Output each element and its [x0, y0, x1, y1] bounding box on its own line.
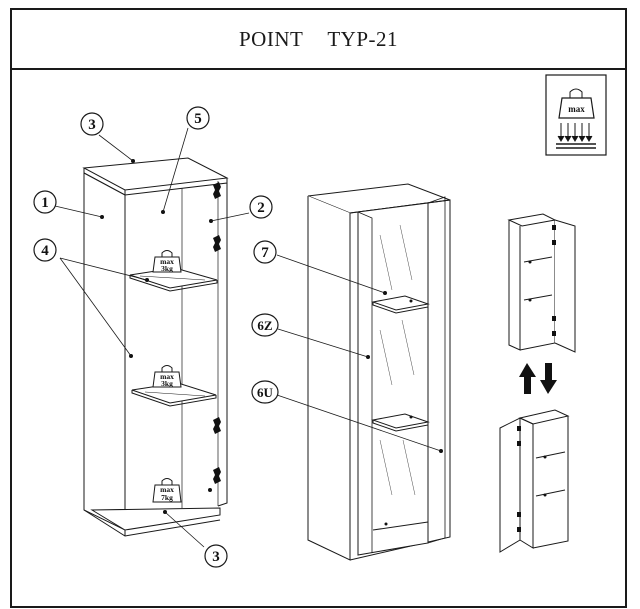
callout-circle-5 [186, 106, 210, 130]
weight-icon-bottom [152, 478, 182, 503]
callout-back-panel: 5 [194, 111, 202, 127]
callout-top-panel: 3 [88, 117, 96, 133]
weight-icon-upper-shelf [152, 250, 182, 273]
lower-shelf-max-text: max [160, 372, 174, 381]
model-number: TYP-21 [327, 26, 398, 51]
callout-circle-3-bottom [204, 544, 228, 568]
callout-door-lower: 6U [257, 385, 274, 400]
page-title: POINT TYP-21 [239, 27, 398, 52]
exploded-cabinet: max 3kg max 3kg max 7kg [82, 157, 229, 537]
callout-circle-3-top [80, 112, 104, 136]
title-bar: POINT TYP-21 [12, 10, 625, 70]
legend-max-text: max [568, 104, 585, 114]
instruction-sheet: POINT TYP-21 [10, 8, 627, 608]
hinge-plates [213, 182, 221, 484]
flip-arrows [519, 363, 557, 394]
upper-shelf-load-text: 3kg [161, 264, 173, 273]
left-side-panel [83, 172, 126, 531]
callout-circle-2 [249, 195, 273, 219]
lower-shelf-load-text: 3kg [161, 379, 173, 388]
callout-circle-4 [33, 238, 57, 262]
callout-assembled-shelf: 7 [261, 245, 269, 261]
right-side-panel [217, 178, 228, 507]
door-orientation-upper [507, 213, 576, 353]
max-load-legend-icon: max [545, 74, 607, 156]
bottom-panel [90, 507, 221, 531]
callout-hinge-side: 2 [257, 200, 265, 216]
callout-circle-1 [33, 190, 57, 214]
product-name: POINT [238, 26, 304, 51]
callout-circle-6z [251, 313, 279, 337]
callout-circle-7 [253, 240, 277, 264]
callout-bottom-panel: 3 [212, 549, 220, 565]
callout-glass-shelves: 4 [41, 243, 49, 259]
callout-side-panel: 1 [41, 195, 49, 211]
upper-shelf-max-text: max [160, 257, 174, 266]
bottom-load-text: 7kg [161, 493, 173, 502]
callout-circle-6u [251, 380, 279, 404]
bottom-max-text: max [160, 485, 174, 494]
door-orientation-lower [499, 409, 570, 553]
callout-door-upper: 6Z [257, 318, 273, 333]
assembled-cabinet [307, 183, 451, 561]
weight-icon-lower-shelf [152, 365, 182, 388]
